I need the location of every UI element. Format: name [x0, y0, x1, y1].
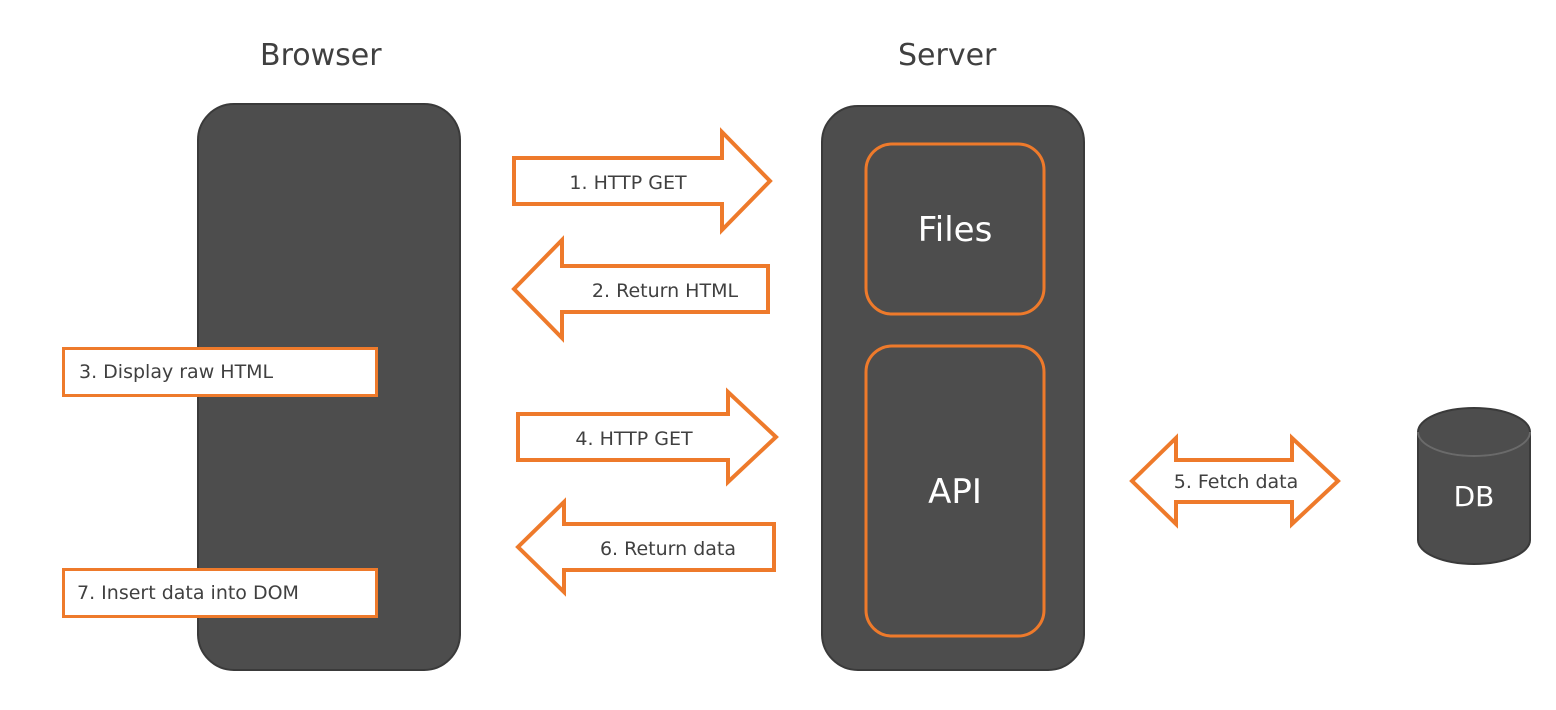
files-component: [864, 142, 1046, 316]
step-7-note: 7. Insert data into DOM: [62, 568, 378, 618]
arrow-5-double: [1129, 433, 1341, 529]
db-label: DB: [1454, 480, 1495, 513]
api-label: API: [928, 472, 982, 512]
files-label: Files: [918, 210, 993, 250]
arrow-2-left: [511, 235, 770, 343]
browser-title: Browser: [260, 38, 382, 73]
step-2-label: 2. Return HTML: [592, 280, 739, 302]
step-5-label: 5. Fetch data: [1174, 471, 1299, 493]
arrow-1-right: [512, 127, 773, 235]
server-title: Server: [898, 38, 997, 73]
step-6-label: 6. Return data: [600, 538, 736, 560]
step-1-label: 1. HTTP GET: [569, 172, 687, 194]
arrow-4-right: [516, 387, 779, 487]
api-component: [864, 344, 1046, 638]
db-cylinder: [1417, 407, 1531, 565]
step-4-label: 4. HTTP GET: [575, 428, 693, 450]
arrow-6-left: [515, 497, 776, 597]
step-3-note: 3. Display raw HTML: [62, 347, 378, 397]
